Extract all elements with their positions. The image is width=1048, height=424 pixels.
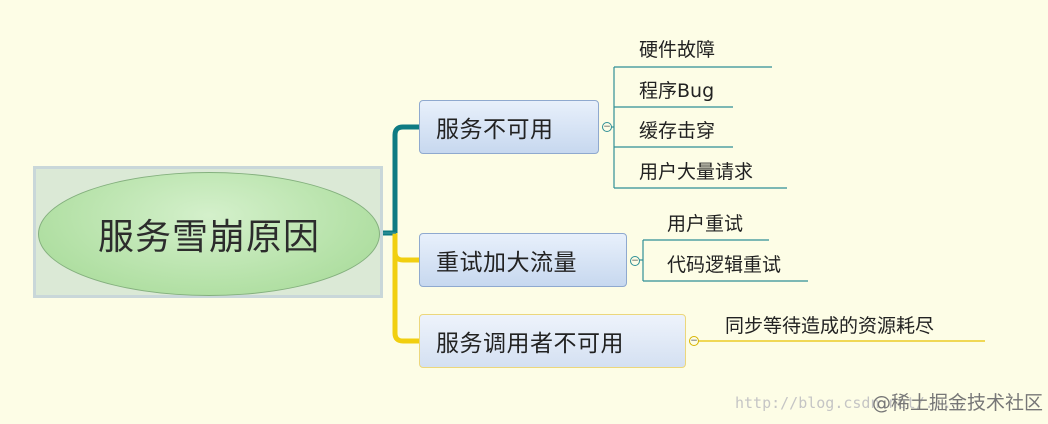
branch-label: 重试加大流量 <box>436 250 577 276</box>
trunk-teal-2 <box>392 233 419 263</box>
leaf-node[interactable]: 同步等待造成的资源耗尽 <box>725 315 935 337</box>
leaf-node[interactable]: 用户大量请求 <box>639 161 754 183</box>
branch-node-retry-traffic[interactable]: 重试加大流量 <box>419 233 627 287</box>
collapse-toggle-icon[interactable]: − <box>689 336 699 346</box>
leaf-node[interactable]: 缓存击穿 <box>639 120 716 142</box>
branch-node-caller-unavailable[interactable]: 服务调用者不可用 <box>419 314 686 368</box>
root-node-label: 服务雪崩原因 <box>97 217 320 258</box>
watermark-url: http://blog.csdn.net/... <box>735 394 952 412</box>
trunk-yellow <box>392 252 419 344</box>
root-node[interactable]: 服务雪崩原因 <box>38 172 380 296</box>
watermark-badge: @稀土掘金技术社区 <box>872 392 1044 414</box>
trunk-teal <box>383 124 419 236</box>
branch-node-service-unavailable[interactable]: 服务不可用 <box>419 100 599 154</box>
branch-label: 服务调用者不可用 <box>436 331 624 357</box>
collapse-toggle-icon[interactable]: − <box>630 256 640 266</box>
leaf-node[interactable]: 程序Bug <box>639 80 715 102</box>
collapse-toggle-icon[interactable]: − <box>602 122 612 132</box>
leaf-node[interactable]: 硬件故障 <box>639 39 716 61</box>
branch-label: 服务不可用 <box>436 117 554 143</box>
leaf-node[interactable]: 代码逻辑重试 <box>667 254 782 276</box>
leaf-node[interactable]: 用户重试 <box>667 213 744 235</box>
